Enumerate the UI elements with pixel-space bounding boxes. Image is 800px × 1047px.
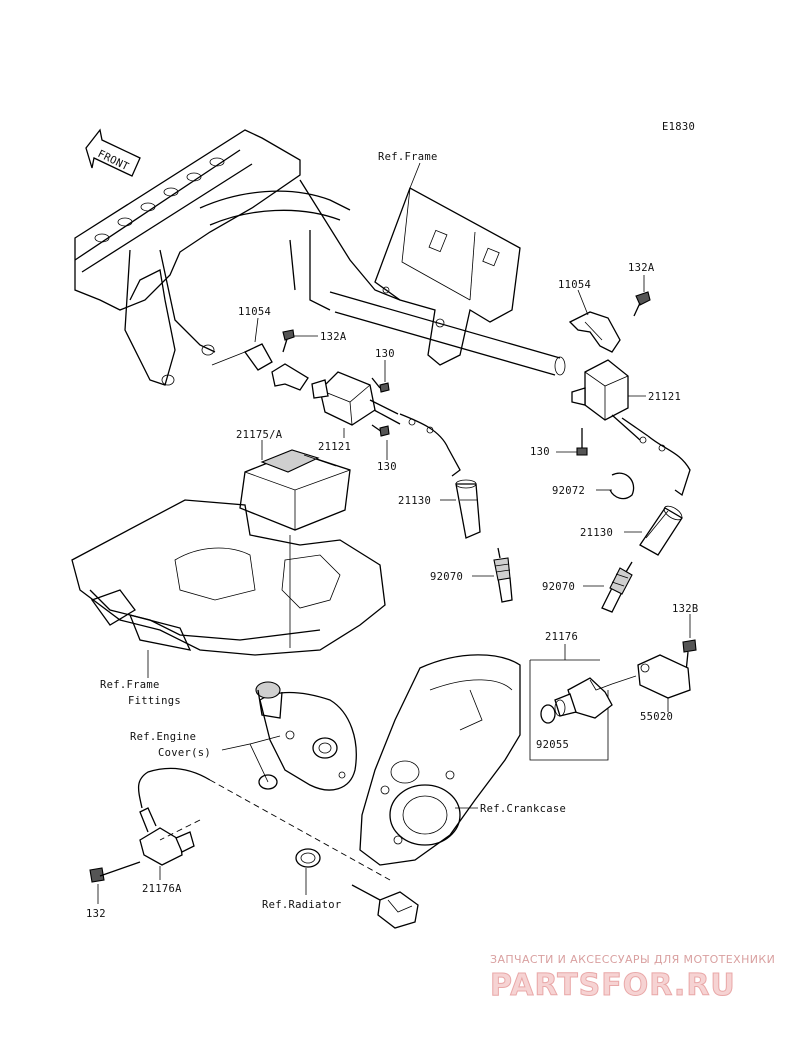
bracket-11054-right [568,311,621,353]
part-92070-left-label: 92070 [430,571,463,583]
ref-frame-label: Ref.Frame [378,151,438,163]
clip-92072-icon [609,472,635,500]
part-21130-left-label: 21130 [398,495,431,507]
bolt-130-bottom-icon [371,424,390,437]
o-ring-engine-cover-icon [258,774,278,790]
front-arrow-icon: FRONT [85,128,141,177]
bolt-132A-right-icon [633,291,651,317]
spark-plug-92070-right [601,561,633,613]
part-21176A-label: 21176A [142,883,182,895]
bolt-132-icon [89,861,141,883]
part-132A-right-label: 132A [628,262,655,274]
ref-engine-cover-label-2: Cover(s) [158,747,211,759]
ignition-coil-right [571,359,691,497]
part-130-top-label: 130 [375,348,395,360]
ref-engine-cover-label-1: Ref.Engine [130,731,196,743]
plug-cap-21130-left [455,479,481,539]
ref-radiator-label: Ref.Radiator [262,899,341,911]
ref-crankcase-label: Ref.Crankcase [480,803,566,815]
diagram-code: E1830 [662,121,695,133]
crankcase-drawing [359,654,521,866]
ref-frame-fittings-label-1: Ref.Frame [100,679,160,691]
bolt-130-right-icon [576,428,588,456]
ecu-21175A [239,449,351,531]
part-92055-label: 92055 [536,739,569,751]
wiring-dashed-line-2 [159,819,201,841]
part-11054-left-label: 11054 [238,306,271,318]
part-21176-label: 21176 [545,631,578,643]
crank-sensor-21176 [554,677,613,719]
connector-icon [351,884,419,929]
hose-clamp-icon [295,848,321,868]
part-130-right-label: 130 [530,446,550,458]
ref-frame-fittings-label-2: Fittings [128,695,181,707]
bolt-130-top-icon [371,377,390,393]
sensor-21176A [137,767,211,866]
part-21121-right-label: 21121 [648,391,681,403]
part-132B-label: 132B [672,603,699,615]
part-55020-label: 55020 [640,711,673,723]
part-21176-group-bracket [529,660,609,761]
wiring-dashed-line [209,779,391,881]
frame-drawing [74,129,566,386]
engine-cover-drawing [255,681,357,791]
part-132A-left-label: 132A [320,331,347,343]
frame-fittings-drawing [71,499,386,678]
part-132-label: 132 [86,908,106,920]
plug-cap-21130-right [639,505,683,556]
engine-cover-leader [221,735,281,783]
part-21121-left-label: 21121 [318,441,351,453]
part-92072-label: 92072 [552,485,585,497]
part-130-bottom-label: 130 [377,461,397,473]
ignition-coil-left [311,371,461,477]
watermark-tagline: ЗАПЧАСТИ И АКСЕССУАРЫ ДЛЯ МОТОТЕХНИКИ [490,953,775,966]
o-ring-92055-icon [540,704,556,724]
part-92070-right-label: 92070 [542,581,575,593]
frame-bracket-drawing [374,162,521,366]
bracket-11054-left [211,343,309,391]
watermark-logo: PARTSFOR.RU [490,968,736,1003]
spark-plug-92070-left [493,547,513,603]
cover-55020 [637,654,691,699]
part-21175A-label: 21175/A [236,429,283,441]
bolt-132A-left-icon [282,329,295,353]
part-11054-right-label: 11054 [558,279,591,291]
part-21130-right-label: 21130 [580,527,613,539]
